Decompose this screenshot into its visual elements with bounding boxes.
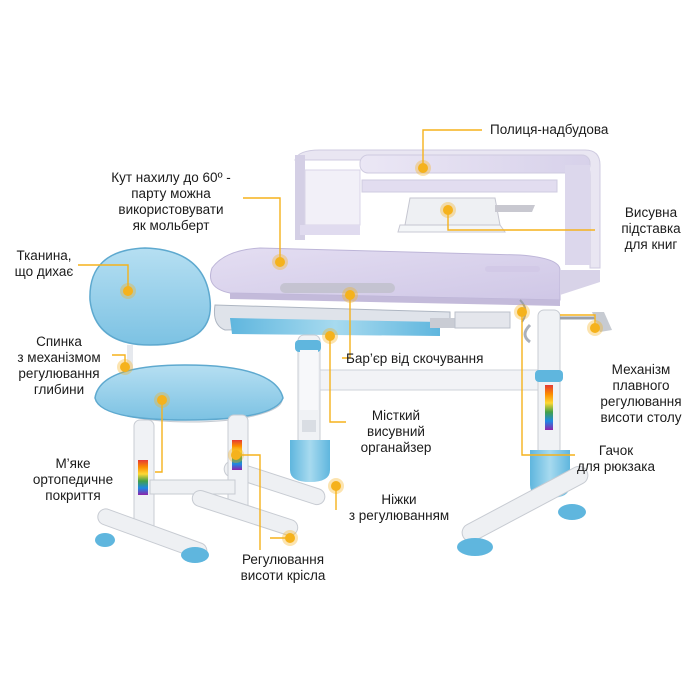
desk-right-leg <box>457 309 612 556</box>
label-chair-height: Регулювання висоти крісла <box>240 552 326 583</box>
callout-dot-icon <box>590 323 600 333</box>
callout-dot-icon <box>418 163 428 173</box>
desk-top <box>210 247 600 306</box>
label-backrest: Спинка з механізмом регулювання глибини <box>17 334 101 397</box>
desk-left-leg <box>223 334 330 506</box>
callout-dot-icon <box>275 257 285 267</box>
label-mechanism: Механізм плавного регулювання висоти сто… <box>600 362 682 425</box>
chair <box>89 247 299 563</box>
callout-dot-icon <box>231 450 241 460</box>
top-shelf-unit <box>294 149 601 269</box>
callout-dot-icon <box>331 481 341 491</box>
desk <box>210 149 612 556</box>
label-shelf: Полиця-надбудова <box>490 122 609 137</box>
label-book-stand: Висувна підставка для книг <box>621 205 681 252</box>
label-barrier: Бар’єр від скочування <box>346 351 484 366</box>
callout-dot-icon <box>325 331 335 341</box>
label-organizer: Місткий висувний органайзер <box>360 408 432 455</box>
drawer-organizer <box>214 299 527 336</box>
callout-dot-icon <box>123 286 133 296</box>
chair-legs <box>95 414 299 563</box>
desk-crossbar <box>319 369 539 391</box>
chair-seat <box>94 364 284 423</box>
label-legs: Ніжки з регулюванням <box>348 492 450 523</box>
label-hook: Гачок для рюкзака <box>577 443 655 474</box>
callout-dot-icon <box>157 395 167 405</box>
label-tilt: Кут нахилу до 60º - парту можна використ… <box>111 170 231 233</box>
callout-dot-icon <box>285 533 295 543</box>
label-seat: М’яке ортопедичне покриття <box>32 456 114 503</box>
callout-dot-icon <box>345 290 355 300</box>
callout-dot-icon <box>517 307 527 317</box>
callout-dot-icon <box>443 205 453 215</box>
label-fabric: Тканина, що дихає <box>14 248 74 279</box>
chair-backrest <box>89 247 212 375</box>
callout-dot-icon <box>120 362 130 372</box>
